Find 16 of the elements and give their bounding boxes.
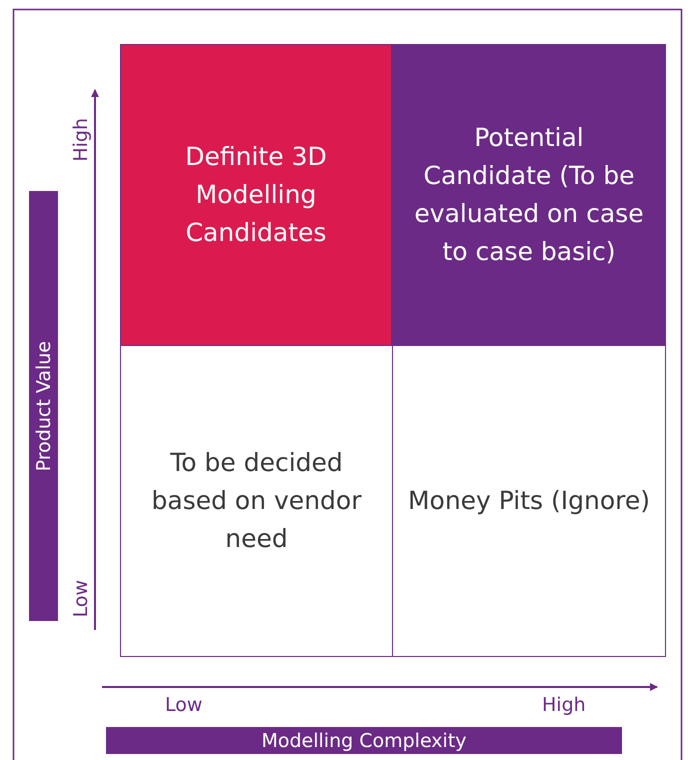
axis-title-bar (29, 191, 58, 621)
quadrant-text: Definite 3D Modelling Candidates (184, 141, 328, 249)
quadrant-cell (392, 345, 666, 657)
axis-tick-label: High (70, 118, 92, 162)
axis-tick-label: High (542, 694, 586, 716)
quadrant-cell (120, 44, 392, 346)
quadrant-cell (392, 44, 666, 346)
quadrant-text: Money Pits (Ignore) (408, 485, 650, 517)
quadrant-text: To be decided based on vendor need (150, 447, 362, 555)
quadrant-text: Potential Candidate (To be evaluated on case to case basic) (413, 122, 645, 268)
axis-tick-label: Low (70, 580, 92, 618)
axis-title: Modelling Complexity (261, 730, 467, 752)
quadrant-cell (120, 345, 393, 657)
axis-title: Product Value (32, 340, 54, 472)
axis-title-bar (106, 727, 622, 754)
axis-tick-label: Low (165, 694, 202, 716)
